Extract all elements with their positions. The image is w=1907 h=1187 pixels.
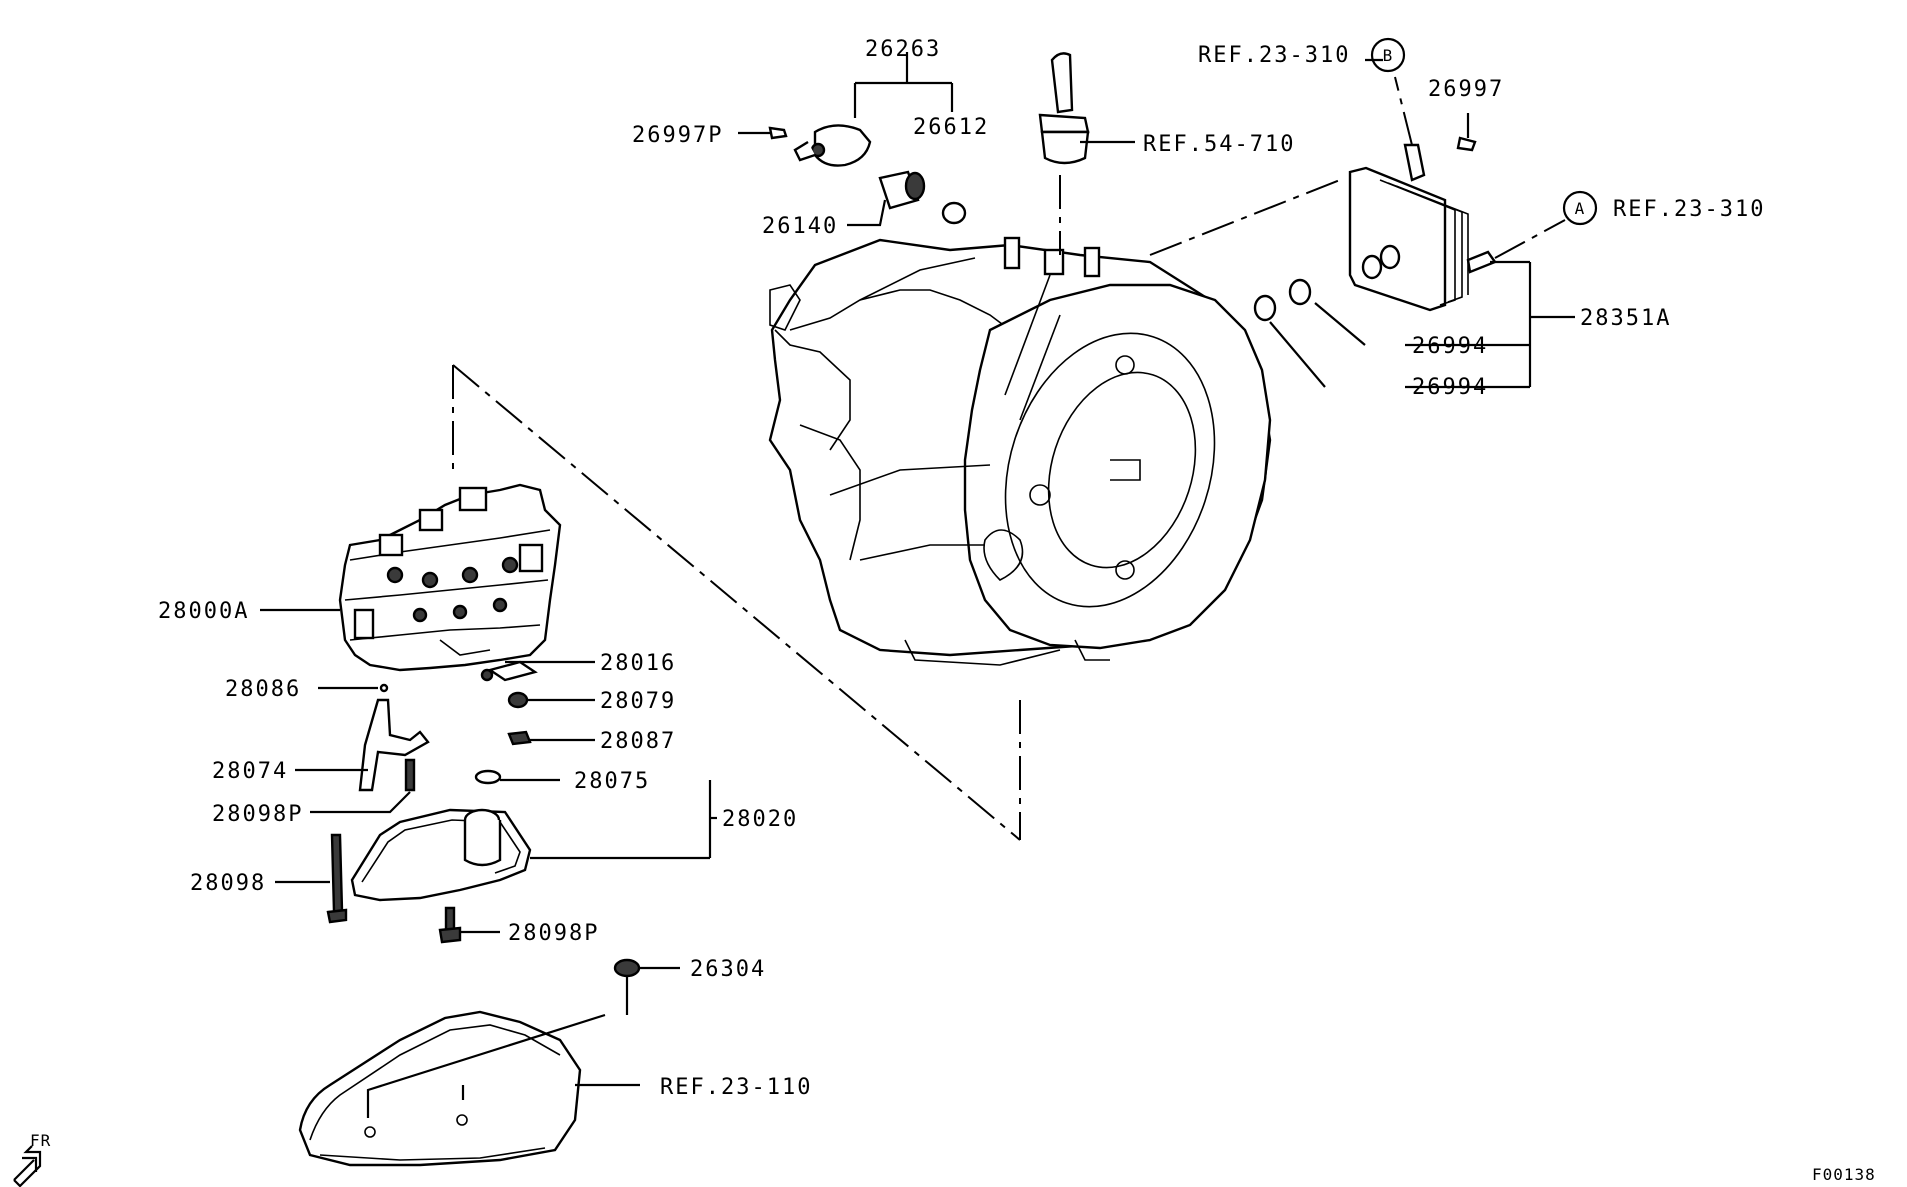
callout-labels: 26263 26997P 26612 26140 REF.54-710 REF.… xyxy=(158,37,1765,1100)
fr-arrow-icon xyxy=(13,1145,42,1187)
callout-26994-b: 26994 xyxy=(1412,375,1488,400)
bolt-28098p-upper xyxy=(404,758,416,792)
ref-circle-a: A xyxy=(1562,190,1598,226)
callout-26140: 26140 xyxy=(762,214,838,239)
o-ring-26612 xyxy=(941,201,967,225)
svg-text:FR: FR xyxy=(30,1131,51,1150)
oil-pan xyxy=(298,1010,582,1167)
callout-28016: 28016 xyxy=(600,651,676,676)
leader-lines xyxy=(260,52,1575,1118)
callout-28000a: 28000A xyxy=(158,599,249,624)
ref-circle-b: B xyxy=(1370,37,1406,73)
pipe-28074 xyxy=(358,698,430,792)
transmission-case xyxy=(768,236,1272,666)
sensor-assembly xyxy=(793,124,872,167)
filter-26140 xyxy=(878,170,926,210)
callout-26994-a: 26994 xyxy=(1412,334,1488,359)
callout-28098: 28098 xyxy=(190,871,266,896)
bolt-28098 xyxy=(326,833,348,924)
callout-28079: 28079 xyxy=(600,689,676,714)
callout-26997: 26997 xyxy=(1428,77,1504,102)
svg-text:A: A xyxy=(1575,199,1586,218)
oil-cooler xyxy=(1348,136,1497,312)
bolt-28098p-lower xyxy=(438,906,462,944)
callout-ref-23-110: REF.23-110 xyxy=(660,1075,812,1100)
callout-28098p-lower: 28098P xyxy=(508,921,599,946)
callout-28086: 28086 xyxy=(225,677,301,702)
o-ring-26994a xyxy=(1288,278,1312,306)
callout-28098p-upper: 28098P xyxy=(212,802,303,827)
bolt-26997p xyxy=(768,126,788,140)
figure-code: F00138 xyxy=(1812,1165,1876,1184)
clip-28016 xyxy=(480,660,538,682)
vent-hose xyxy=(1038,52,1090,165)
fr-indicator: FR xyxy=(13,1131,51,1187)
valve-body-28000a xyxy=(338,483,562,672)
callout-ref-23-310-b: REF.23-310 xyxy=(1198,43,1350,68)
callout-26304: 26304 xyxy=(690,957,766,982)
callout-26263: 26263 xyxy=(865,37,941,62)
svg-text:B: B xyxy=(1383,46,1394,65)
callout-ref-23-310-a: REF.23-310 xyxy=(1613,197,1765,222)
plug-28086 xyxy=(379,683,389,693)
strainer-28020 xyxy=(350,808,532,902)
nut-28087 xyxy=(507,730,532,746)
seal-28079 xyxy=(507,691,529,709)
guide-lines xyxy=(452,76,1566,841)
callout-28020: 28020 xyxy=(722,807,798,832)
callout-28087: 28087 xyxy=(600,729,676,754)
o-ring-26994b xyxy=(1253,294,1277,322)
callout-28075: 28075 xyxy=(574,769,650,794)
callout-26612: 26612 xyxy=(913,115,989,140)
callout-ref-54-710: REF.54-710 xyxy=(1143,132,1295,157)
callout-26997p: 26997P xyxy=(632,123,723,148)
callout-28351a: 28351A xyxy=(1580,306,1671,331)
callout-28074: 28074 xyxy=(212,759,288,784)
plug-26304 xyxy=(613,958,641,978)
o-ring-28075 xyxy=(474,769,502,785)
